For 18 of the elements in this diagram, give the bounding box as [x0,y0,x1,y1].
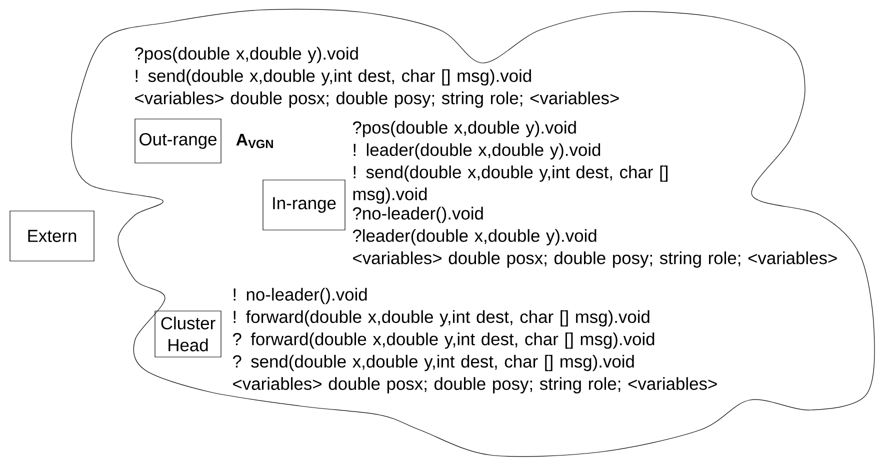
method-text: ! no-leader().void [234,288,367,304]
method-text: ! send(double x,double y,int dest, char [] msg).void [353,166,668,204]
method-text: ?pos(double x,double y).void [352,120,576,138]
method-text: ! leader(double x,double y).void [354,143,600,160]
process-box: Cluster Head [154,310,222,358]
process-box: In-range [262,180,346,230]
method-text: ! send(double x,double y,int dest, char [] msg).void [136,69,531,86]
method-text: ?leader(double x,double y).void [352,229,596,246]
method-text: ? send(double x,double y,int dest, char [] msg).void [232,354,634,372]
method-text: <variables> double posx; double posy; string role; <variables> [135,92,619,108]
process-box: Extern [10,210,94,262]
process-box: Out-range [134,118,222,164]
method-text: ? forward(double x,double y,int dest, char [] msg).void [232,332,654,349]
method-text: ! forward(double x,double y,int dest, char [] msg).void [234,310,650,326]
method-text: <variables> double posx; double posy; string role; <variables> [233,377,717,394]
method-text: ?pos(double x,double y).void [134,46,358,64]
method-text: ?no-leader().void [352,206,483,224]
method-text: <variables> double posx; double posy; string role; <variables> [353,251,837,268]
